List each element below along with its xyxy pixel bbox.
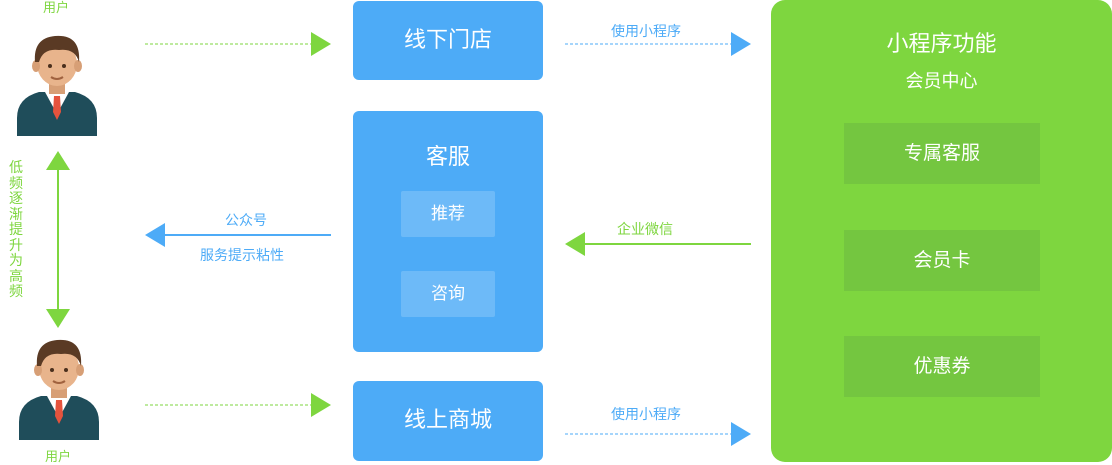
bottom-user-label: 用户 (45, 450, 72, 465)
offline-store-box: 线下门店 (353, 1, 543, 80)
top-arrow-label: 使用小程序 (611, 24, 681, 40)
customer-service-box: 客服 推荐 咨询 (353, 111, 543, 352)
service-item-recommend: 推荐 (401, 191, 495, 237)
service-stickiness-label: 服务提示粘性 (200, 248, 284, 264)
feature-coupon: 优惠券 (844, 336, 1040, 397)
service-item-consult: 咨询 (401, 271, 495, 317)
member-center-subtitle: 会员中心 (905, 71, 978, 92)
mini-program-panel: 小程序功能 会员中心 专属客服 会员卡 优惠券 (771, 0, 1112, 462)
arrow-offline-to-miniprogram (565, 32, 751, 56)
wechat-official-label: 公众号 (225, 213, 267, 229)
arrow-service-to-user (145, 223, 331, 247)
vertical-frequency-label: 低频逐渐提升为高频 (9, 160, 23, 300)
customer-service-title: 客服 (425, 145, 470, 170)
mini-program-title: 小程序功能 (886, 32, 997, 57)
vertical-double-arrow (46, 151, 70, 328)
online-mall-title: 线上商城 (403, 408, 492, 433)
online-mall-box: 线上商城 (353, 381, 543, 461)
bottom-user-avatar-icon (19, 339, 99, 440)
bottom-arrow-label: 使用小程序 (611, 407, 681, 423)
feature-member-card: 会员卡 (844, 230, 1040, 291)
arrow-user-to-online-mall (145, 393, 331, 417)
top-user-label: 用户 (43, 1, 70, 16)
top-user-avatar-icon (17, 35, 97, 136)
arrow-online-to-miniprogram (565, 422, 751, 446)
enterprise-wechat-label: 企业微信 (617, 222, 673, 238)
arrow-miniprogram-to-service (565, 232, 751, 256)
feature-exclusive-service: 专属客服 (844, 123, 1040, 184)
offline-store-title: 线下门店 (403, 28, 492, 53)
arrow-user-to-offline-store (145, 32, 331, 56)
